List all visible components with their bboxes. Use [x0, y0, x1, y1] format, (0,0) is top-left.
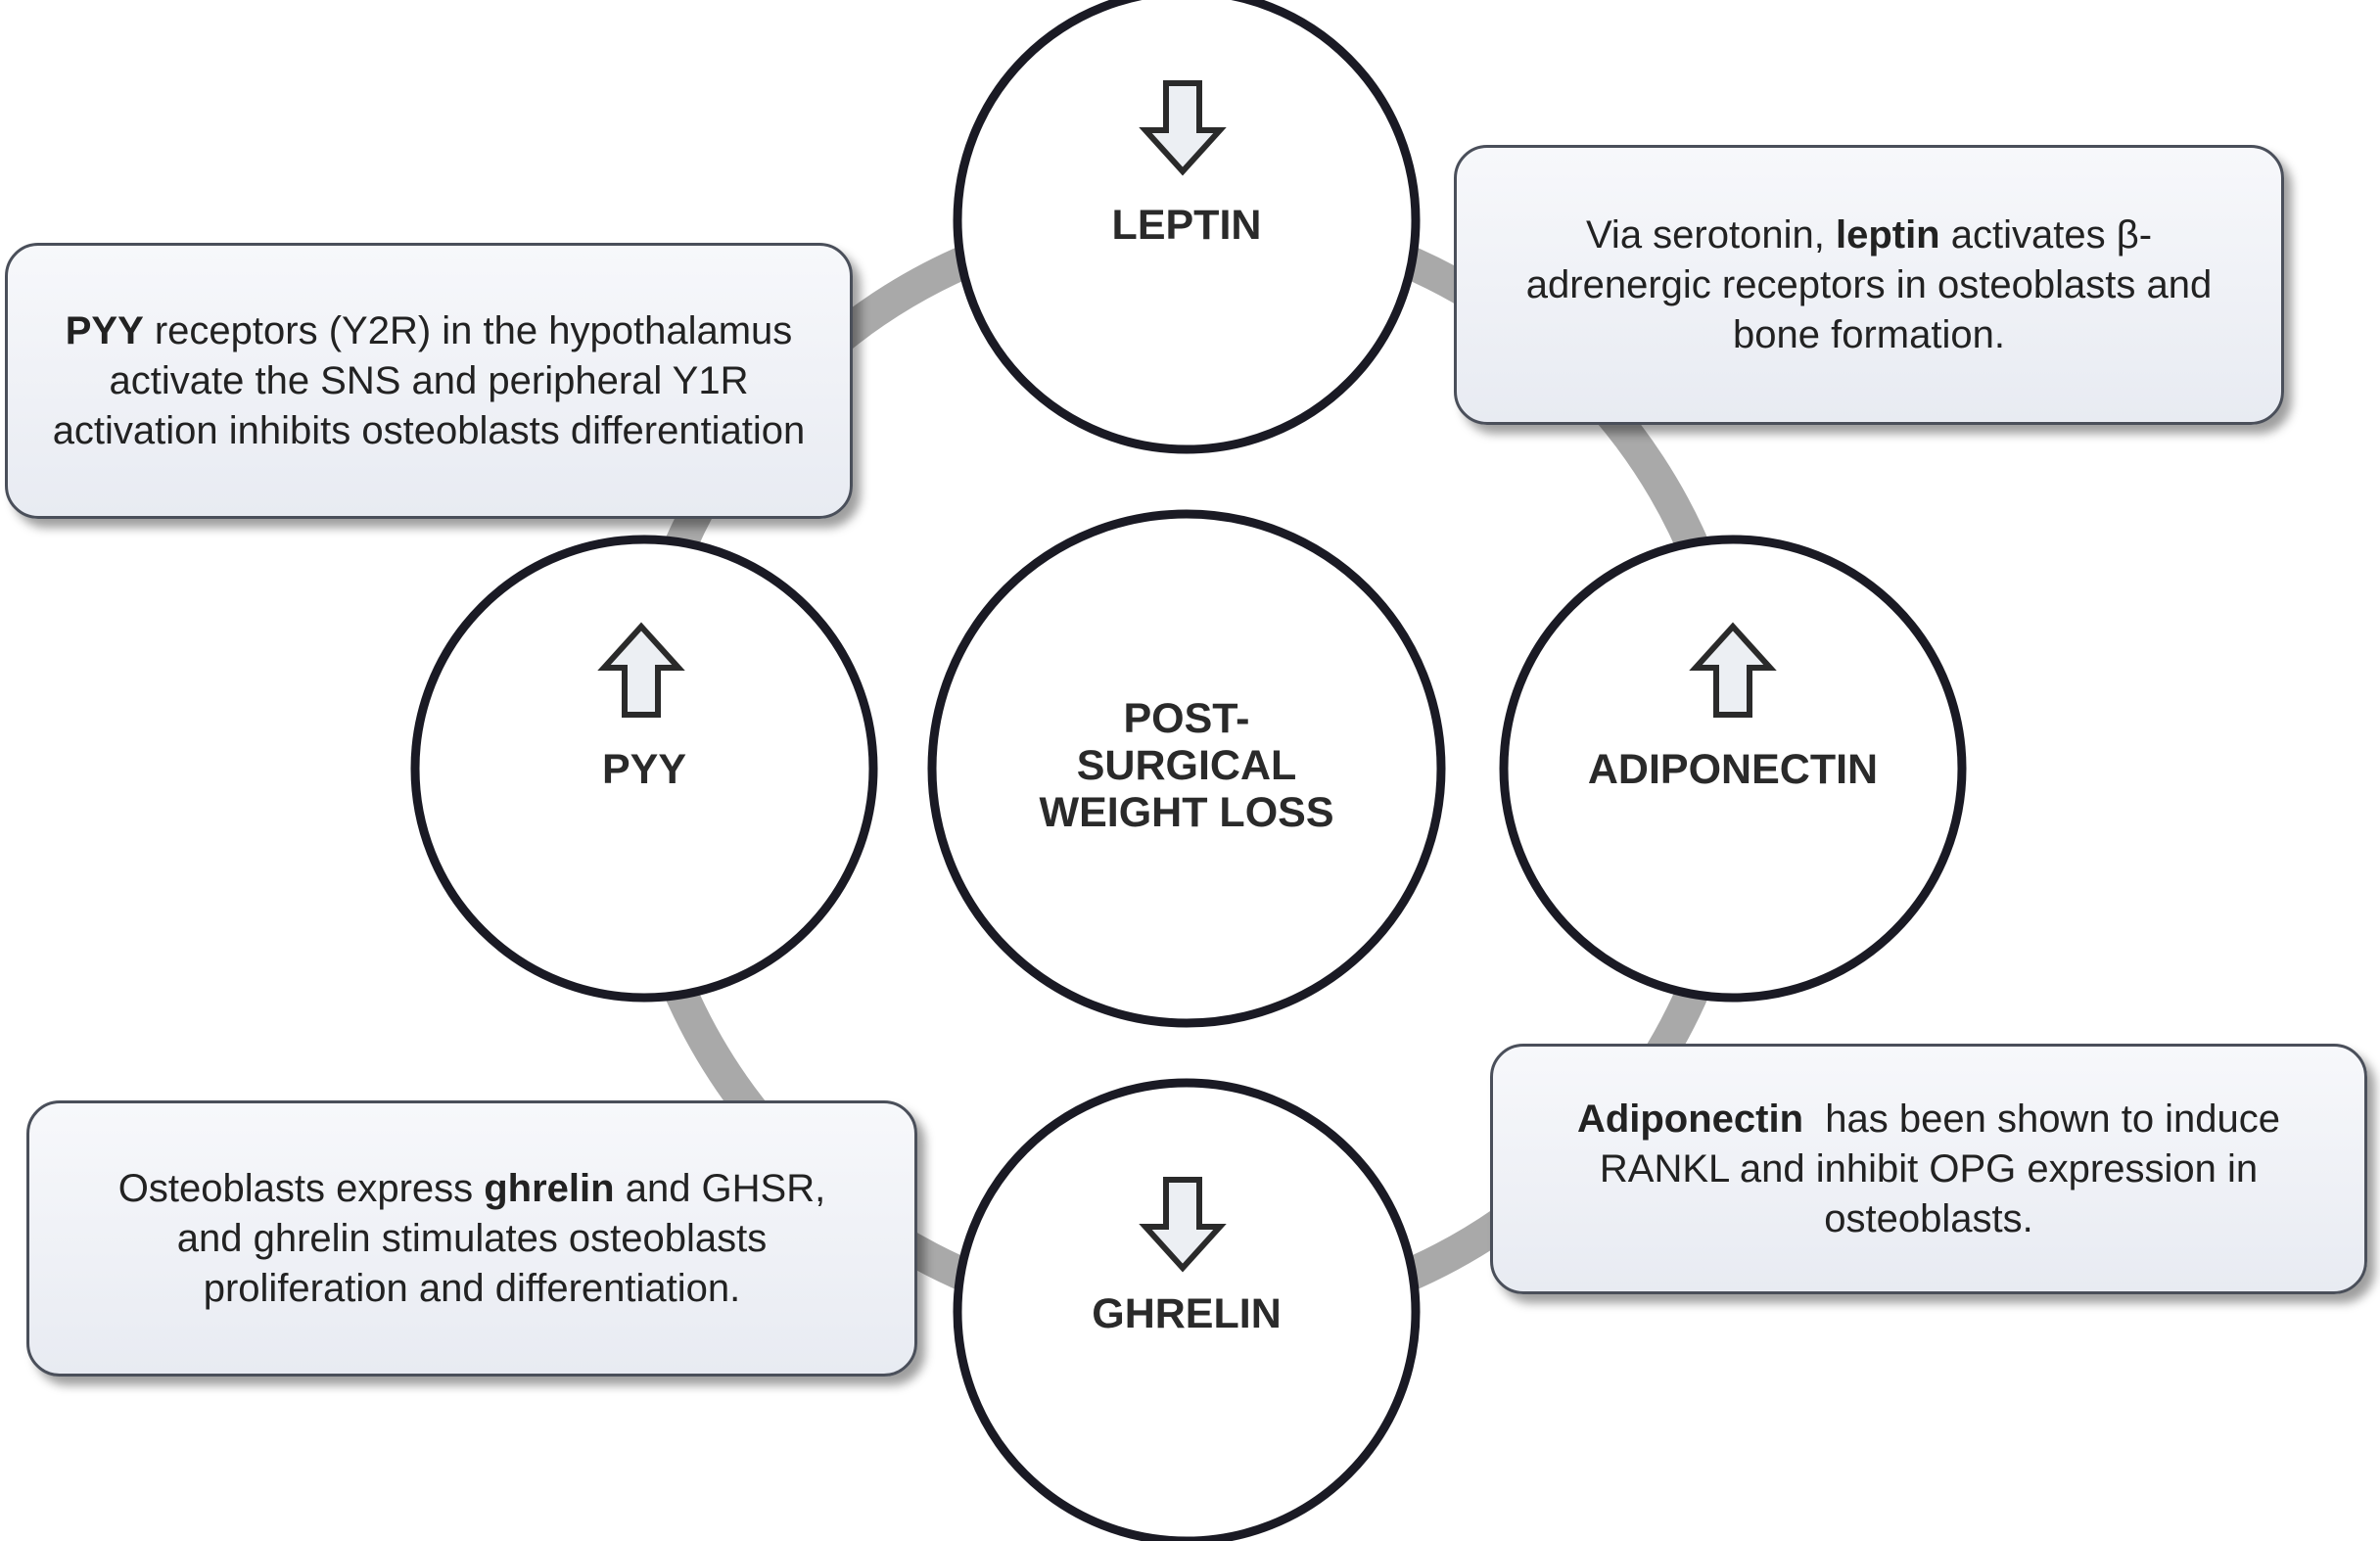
ghrelin-info-pre: Osteoblasts express — [117, 1166, 485, 1210]
center-label: POST- SURGICAL WEIGHT LOSS — [991, 695, 1382, 836]
adiponectin-up-arrow-icon — [1689, 622, 1777, 718]
center-label-line-2: SURGICAL — [1076, 742, 1297, 789]
leptin-info-pre: Via serotonin, — [1585, 212, 1836, 257]
leptin-info-post: activates β-adrenergic receptors in oste… — [1525, 212, 2213, 356]
pyy-up-arrow-icon — [597, 622, 685, 718]
ghrelin-label: GHRELIN — [1092, 1290, 1282, 1337]
adiponectin-info-post: has been shown to induce RANKL and inhib… — [1599, 1097, 2292, 1240]
leptin-info-box: Via serotonin, leptin activates β-adrene… — [1454, 145, 2284, 425]
adiponectin-info-bold: Adiponectin — [1576, 1097, 1804, 1141]
adiponectin-info-text: Adiponectin has been shown to induce RAN… — [1552, 1095, 2306, 1244]
adiponectin-info-box: Adiponectin has been shown to induce RAN… — [1490, 1044, 2367, 1294]
center-label-line-1: POST- — [1123, 695, 1250, 742]
leptin-info-text: Via serotonin, leptin activates β-adrene… — [1516, 210, 2222, 360]
leptin-down-arrow-icon — [1139, 80, 1227, 176]
ghrelin-info-text: Osteoblasts express ghrelin and GHSR, an… — [108, 1164, 836, 1314]
pyy-info-text: PYY receptors (Y2R) in the hypothalamus … — [47, 306, 811, 456]
ghrelin-info-post: and GHSR, and ghrelin stimulates osteobl… — [176, 1166, 826, 1310]
adiponectin-label: ADIPONECTIN — [1587, 746, 1879, 793]
pyy-label: PYY — [601, 746, 687, 793]
leptin-circle — [953, 0, 1421, 454]
ghrelin-circle — [953, 1078, 1421, 1541]
pyy-info-body: receptors (Y2R) in the hypothalamus acti… — [52, 308, 806, 452]
pyy-info-bold: PYY — [65, 308, 144, 352]
center-circle — [927, 509, 1446, 1028]
ghrelin-info-box: Osteoblasts express ghrelin and GHSR, an… — [26, 1100, 917, 1377]
pyy-info-box: PYY receptors (Y2R) in the hypothalamus … — [5, 243, 853, 519]
adiponectin-circle — [1499, 535, 1967, 1003]
center-label-line-3: WEIGHT LOSS — [1039, 789, 1334, 836]
ghrelin-down-arrow-icon — [1139, 1177, 1227, 1273]
leptin-label: LEPTIN — [1111, 202, 1262, 249]
leptin-info-bold: leptin — [1835, 212, 1940, 257]
pyy-circle — [410, 535, 878, 1003]
ghrelin-info-bold: ghrelin — [484, 1166, 615, 1210]
